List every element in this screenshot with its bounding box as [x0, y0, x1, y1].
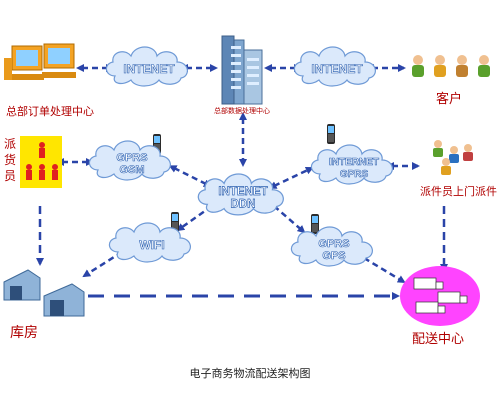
- pda-device-icon: [327, 124, 335, 144]
- distribution-center-trucks-icon: [400, 266, 480, 326]
- svg-text:INTENET: INTENET: [123, 62, 175, 76]
- cloud-wifi: WIFI: [108, 222, 192, 263]
- hq-data-center-label: 总部数据处理中心: [214, 107, 270, 115]
- svg-text:INTENET: INTENET: [311, 62, 363, 76]
- svg-text:WIFI: WIFI: [139, 238, 164, 252]
- delivery-staff-people-icon: [433, 140, 473, 175]
- svg-text:INTENET: INTENET: [218, 186, 267, 198]
- cloud-internet-right: INTENET: [293, 46, 377, 87]
- order-center-computers-icon: [4, 43, 76, 80]
- cloud-gprs-gps: GPRS GPS: [290, 226, 374, 267]
- delivery-staff-label: 派件员上门派件: [420, 185, 497, 198]
- connectors: [36, 64, 448, 300]
- svg-text:INTERNET: INTERNET: [329, 157, 379, 168]
- svg-text:GPRS: GPRS: [318, 238, 349, 250]
- svg-text:DDN: DDN: [231, 199, 256, 211]
- distribution-center-label: 配送中心: [412, 332, 465, 347]
- cloud-internet-ddn: INTENET DDN: [197, 173, 284, 216]
- svg-text:GPRS: GPRS: [340, 169, 369, 180]
- cloud-internet-gprs: INTERNET GPRS: [310, 144, 394, 185]
- dispatcher-panel: [20, 136, 62, 188]
- data-center-building-icon: [221, 35, 263, 105]
- svg-text:GSM: GSM: [119, 164, 144, 176]
- customer-people-icon: [412, 55, 490, 77]
- warehouse-icon: [3, 269, 85, 317]
- cloud-internet-left: INTENET: [105, 46, 189, 87]
- cloud-gprs-gsm: GPRS GSM: [88, 140, 172, 181]
- dispatcher-label: 派货员: [4, 137, 17, 183]
- hq-order-center-label: 总部订单处理中心: [6, 105, 94, 118]
- pda-device-icon: [311, 214, 319, 234]
- customer-label: 客户: [436, 92, 463, 107]
- svg-text:GPS: GPS: [322, 250, 345, 262]
- warehouse-label: 库房: [10, 325, 38, 341]
- svg-text:GPRS: GPRS: [116, 152, 147, 164]
- diagram-caption: 电子商务物流配送架构图: [189, 367, 311, 380]
